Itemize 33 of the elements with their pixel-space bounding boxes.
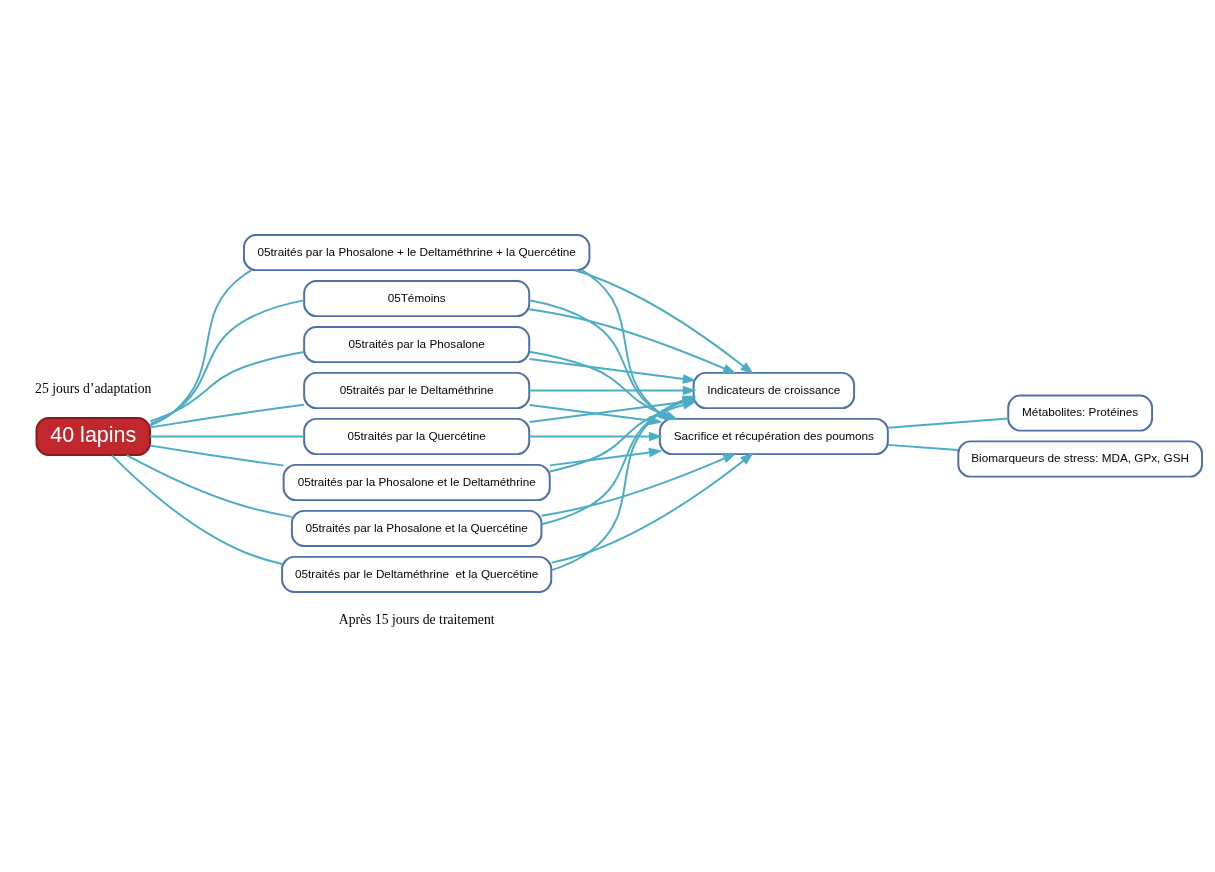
node-box: Biomarqueurs de stress: MDA, GPx, GSH (957, 439, 1203, 478)
connector (887, 443, 960, 451)
connector (149, 298, 305, 425)
connector (887, 417, 1010, 429)
arrow (528, 307, 737, 374)
arrow (528, 431, 663, 441)
arrow (573, 268, 754, 375)
connector (149, 403, 305, 428)
connector (149, 444, 285, 466)
arrow (528, 385, 697, 395)
label: Après 15 jours de traitement (338, 611, 495, 627)
connector (111, 453, 284, 565)
node-box: 05traités par le Deltaméthrine et la Quercétine (281, 555, 553, 593)
connector (149, 435, 306, 437)
label: 25 jours d’adaptation (35, 380, 152, 396)
node-box: 05traités par la Phosalone et le Deltaméthrine (282, 463, 551, 501)
node-box: 40 lapins (35, 416, 151, 456)
arrow (540, 452, 737, 517)
node-box: Métabolites: Protéines (1007, 393, 1154, 432)
connector (125, 453, 293, 518)
node-box: 05traités par la Phosalone + le Deltaméthrine + la Quercétine (243, 233, 591, 271)
connector (149, 350, 306, 422)
node-box: Indicateurs de croissance (692, 371, 856, 409)
node-box: 05traités par la Phosalone (303, 325, 531, 363)
arrow (548, 447, 663, 466)
node-box: 05traités par la Quercétine (303, 417, 531, 455)
node-box: 05traités par le Deltaméthrine (303, 371, 531, 409)
node-box: Sacrifice et récupération des poumons (658, 417, 889, 455)
arrow (550, 451, 754, 564)
node-box: 05traités par la Phosalone et la Quercétine (290, 509, 543, 547)
node-box: 05Témoins (303, 279, 531, 317)
connector (149, 268, 253, 426)
arrow (528, 357, 697, 384)
